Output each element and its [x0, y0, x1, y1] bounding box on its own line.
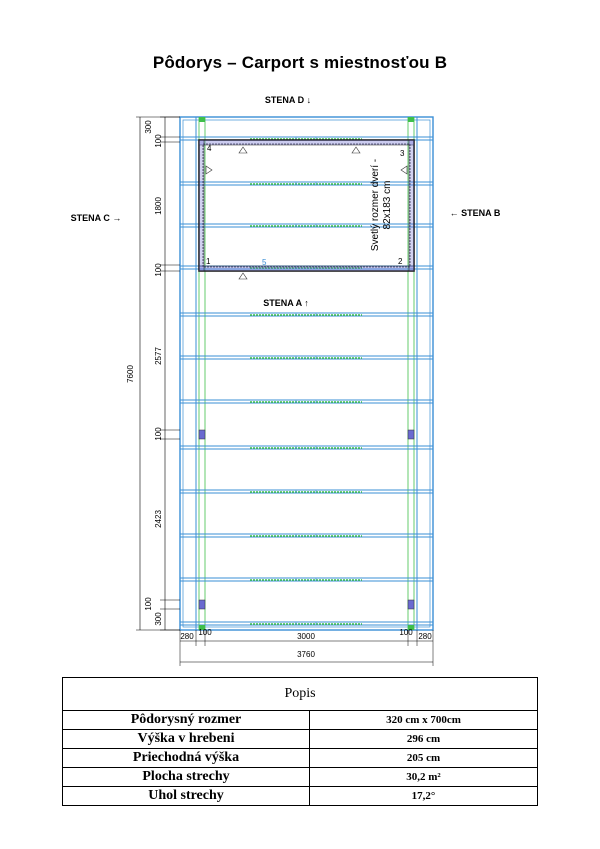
dim-total-width: 3760 [297, 650, 315, 659]
dim-v-4: 2577 [154, 347, 163, 365]
rafter [180, 489, 433, 494]
corner-label-1: 1 [206, 257, 211, 266]
page-title: Pôdorys – Carport s miestnosťou B [152, 53, 448, 72]
door-note-line1: Svetlý rozmer dverí - [370, 159, 381, 251]
table-row: Pôdorysný rozmer 320 cm x 700cm [62, 710, 538, 730]
rafter [180, 312, 433, 317]
wall-label-b: ← STENA B [450, 208, 501, 218]
door-note-line2: 82x183 cm [382, 181, 393, 230]
table-row: Uhol strechy 17,2° [62, 786, 538, 806]
rafters [180, 136, 433, 626]
row-label: Priechodná výška [62, 748, 310, 768]
roof-outline [179, 116, 434, 631]
dim-v-8: 300 [154, 612, 163, 626]
window-marker [351, 146, 361, 154]
floor-plan: 1 2 3 4 5 Svetlý rozmer dverí - 82x183 c… [71, 95, 501, 666]
post [407, 599, 415, 610]
row-label: Pôdorysný rozmer [62, 710, 310, 730]
row-value: 205 cm [309, 748, 538, 768]
rafter [180, 621, 433, 626]
rafter [180, 445, 433, 450]
row-label: Plocha strechy [62, 767, 310, 787]
post [198, 429, 206, 440]
post [407, 429, 415, 440]
dim-h-3: 100 [399, 628, 413, 637]
table-row: Výška v hrebeni 296 cm [62, 729, 538, 749]
row-label: Uhol strechy [62, 786, 310, 806]
rafter [180, 223, 433, 228]
rafter [180, 533, 433, 538]
popis-header: Popis [62, 677, 538, 711]
wall-label-d: STENA D ↓ [265, 95, 311, 105]
rafter [180, 355, 433, 360]
row-value: 296 cm [309, 729, 538, 749]
window-marker [400, 165, 408, 175]
dim-h-4: 280 [418, 632, 432, 641]
corner-label-2: 2 [398, 257, 403, 266]
dim-v-0: 300 [144, 120, 153, 134]
corner-label-5: 5 [262, 258, 267, 267]
row-value: 320 cm x 700cm [309, 710, 538, 730]
dim-total-height: 7600 [126, 365, 135, 383]
popis-header-row: Popis [62, 677, 538, 711]
wall-label-a: STENA A ↑ [263, 298, 309, 308]
rafter [180, 399, 433, 404]
wall-label-c: STENA C → [71, 213, 122, 223]
row-value: 30,2 m² [309, 767, 538, 787]
dim-v-2: 1800 [154, 197, 163, 215]
corner-label-3: 3 [400, 149, 405, 158]
dim-v-5: 100 [154, 427, 163, 441]
dim-h-1: 100 [198, 628, 212, 637]
window-marker [238, 272, 248, 280]
dim-v-6: 2423 [154, 510, 163, 528]
dim-v-3: 100 [154, 263, 163, 277]
popis-table: Popis Pôdorysný rozmer 320 cm x 700cm Vý… [62, 677, 538, 806]
window-marker [205, 165, 213, 175]
table-row: Priechodná výška 205 cm [62, 748, 538, 768]
table-row: Plocha strechy 30,2 m² [62, 767, 538, 787]
post [198, 599, 206, 610]
rafter [180, 181, 433, 186]
window-marker [238, 146, 248, 154]
dim-v-7: 100 [144, 597, 153, 611]
dim-h-0: 280 [180, 632, 194, 641]
row-value: 17,2° [309, 786, 538, 806]
rafter [180, 577, 433, 582]
dim-v-1: 100 [154, 134, 163, 148]
row-label: Výška v hrebeni [62, 729, 310, 749]
corner-label-4: 4 [207, 144, 212, 153]
dim-h-2: 3000 [297, 632, 315, 641]
